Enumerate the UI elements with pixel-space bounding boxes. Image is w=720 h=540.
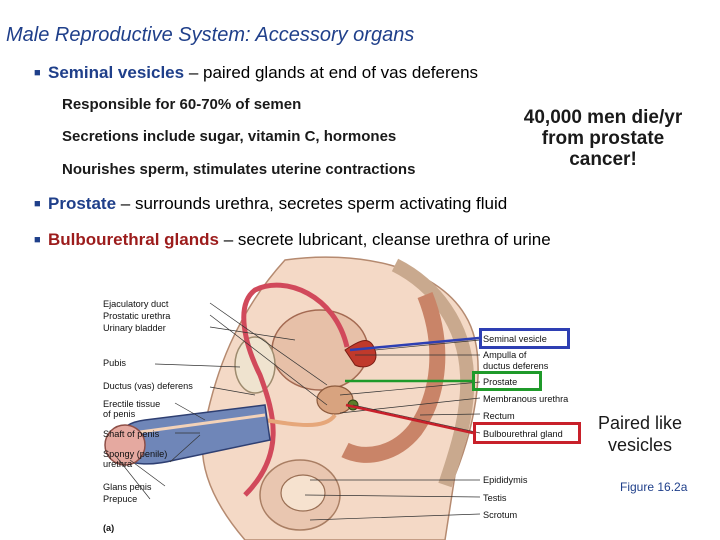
male-reproductive-diagram <box>104 256 481 540</box>
label-spongy-urethra: Spongy (penile) <box>103 449 168 459</box>
bullet-bulbourethral: ■ Bulbourethral glands – secrete lubrican… <box>34 230 551 250</box>
bullet-term: Seminal vesicles <box>48 63 185 82</box>
bullet-text: paired glands at end of vas deferens <box>203 63 479 82</box>
bulbourethral-highlight-box <box>473 422 581 444</box>
label-ductus-deferens-right: ductus deferens <box>483 361 549 371</box>
panel-label: (a) <box>103 523 115 533</box>
figure-reference: Figure 16.2a <box>620 480 688 494</box>
label-prostatic-urethra: Prostatic urethra <box>103 311 171 321</box>
label-shaft-of-penis: Shaft of penis <box>103 429 160 439</box>
label-membranous-urethra: Membranous urethra <box>483 394 569 404</box>
callout-line: cancer! <box>569 149 637 170</box>
label-prepuce: Prepuce <box>103 494 138 504</box>
bullet-dash: – <box>116 194 135 213</box>
label-erectile-tissue: Erectile tissue <box>103 399 161 409</box>
bullet-dash: – <box>218 230 238 249</box>
label-seminal-vesicle: Seminal vesicle <box>483 334 547 344</box>
paired-like-vesicles-note: Paired like vesicles <box>590 412 690 456</box>
bullet-term: Prostate <box>48 194 117 213</box>
label-glans-penis: Glans penis <box>103 482 152 492</box>
bullet-term: Bulbourethral glands <box>48 230 219 249</box>
bullet-dash: – <box>184 63 203 82</box>
sub-point-semen: Responsible for 60-70% of semen <box>62 96 302 113</box>
bullet-seminal-vesicles: ■ Seminal vesicles – paired glands at end… <box>34 63 478 83</box>
bullet-prostate: ■ Prostate – surrounds urethra, secretes … <box>34 194 507 214</box>
label-pubis: Pubis <box>103 358 126 368</box>
label-urinary-bladder: Urinary bladder <box>103 323 166 333</box>
prostate-highlight-box <box>472 371 542 391</box>
square-bullet-icon: ■ <box>34 67 41 79</box>
sub-point-secretions: Secretions include sugar, vitamin C, hor… <box>62 128 397 145</box>
paired-note-line: vesicles <box>607 435 673 455</box>
square-bullet-icon: ■ <box>34 234 41 246</box>
label-urethra: urethra <box>103 459 133 469</box>
bullet-text: surrounds urethra, secretes sperm activa… <box>134 194 508 213</box>
bullet-text: secrete lubricant, cleanse urethra of ur… <box>237 230 551 249</box>
square-bullet-icon: ■ <box>34 198 41 210</box>
seminal-vesicle-highlight-box <box>479 328 570 349</box>
label-epididymis: Epididymis <box>483 475 528 485</box>
slide-title: Male Reproductive System: Accessory orga… <box>6 24 415 46</box>
label-bulbourethral-gland: Bulbourethral gland <box>483 429 563 439</box>
prostate-cancer-callout: 40,000 men die/yr from prostate cancer! <box>508 107 698 170</box>
callout-line: from prostate <box>541 128 665 149</box>
sub-point-nourishes: Nourishes sperm, stimulates uterine cont… <box>62 161 416 178</box>
label-testis: Testis <box>483 493 507 503</box>
label-scrotum: Scrotum <box>483 510 518 520</box>
label-ductus-deferens: Ductus (vas) deferens <box>103 381 193 391</box>
paired-note-line: Paired like <box>597 413 683 433</box>
label-ejaculatory-duct: Ejaculatory duct <box>103 299 169 309</box>
label-of-penis: of penis <box>103 409 136 419</box>
callout-line: 40,000 men die/yr <box>523 107 683 128</box>
label-rectum: Rectum <box>483 411 515 421</box>
label-ampulla: Ampulla of <box>483 350 527 360</box>
label-prostate: Prostate <box>483 377 518 387</box>
